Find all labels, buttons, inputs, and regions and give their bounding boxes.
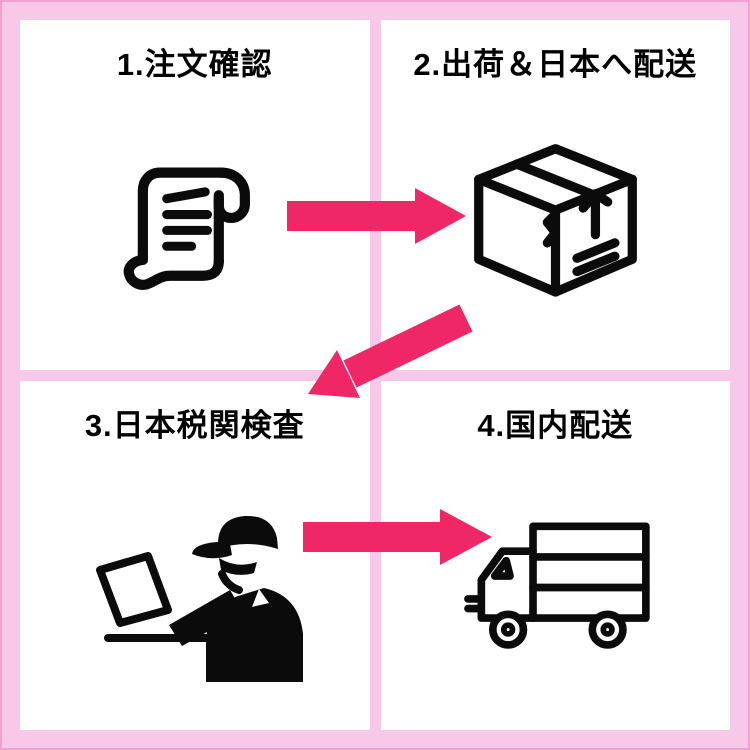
- step-2-title: 2.出荷＆日本へ配送: [413, 47, 698, 82]
- step-4-panel: 4.国内配送: [380, 380, 731, 731]
- step-3-title: 3.日本税関検査: [84, 407, 305, 443]
- delivery-truck-icon: [381, 445, 731, 731]
- customs-officer-icon: [20, 445, 370, 731]
- step-1-title: 1.注文確認: [116, 47, 273, 82]
- scroll-document-icon: [20, 84, 370, 370]
- step-1-panel: 1.注文確認: [20, 20, 370, 370]
- shipping-box-icon: [381, 84, 731, 370]
- step-4-title: 4.国内配送: [477, 407, 634, 443]
- step-3-panel: 3.日本税関検査: [20, 380, 370, 731]
- step-2-panel: 2.出荷＆日本へ配送: [380, 20, 731, 370]
